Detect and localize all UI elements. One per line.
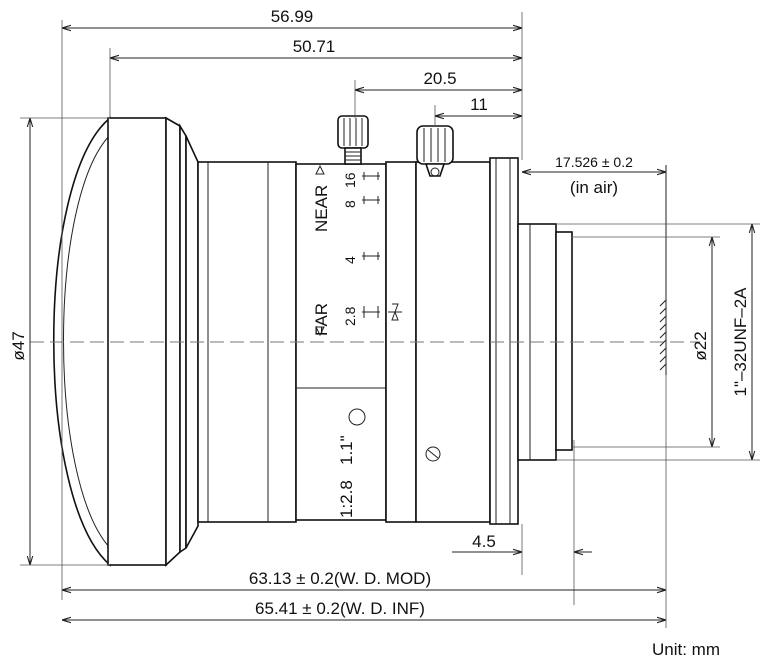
scale-4: 4 xyxy=(342,256,358,264)
dim-focus-knob: 20.5 xyxy=(423,69,456,88)
dim-wd-inf: 65.41 ± 0.2(W. D. INF) xyxy=(255,599,425,618)
dim-wd-mod: 63.13 ± 0.2(W. D. MOD) xyxy=(249,569,431,588)
dim-flange-back: 17.526 ± 0.2 xyxy=(555,154,633,170)
dim-iris-knob: 11 xyxy=(470,95,488,114)
dim-mount-depth: 4.5 xyxy=(472,532,496,551)
dim-body-length: 50.71 xyxy=(293,37,336,56)
dim-overall-length: 56.99 xyxy=(271,7,314,26)
focus-lock-knob xyxy=(337,115,369,165)
dim-thread: 1"–32UNF–2A xyxy=(731,287,750,397)
dim-mount-diameter: ø22 xyxy=(691,331,710,360)
aperture-scale: 1.1" 1:2.8 xyxy=(337,408,441,518)
focus-scale: NEAR FAR 16 8 4 2.8 xyxy=(312,164,402,337)
scale-8: 8 xyxy=(342,200,358,208)
dimensions: 56.99 50.71 20.5 11 17.526 ± 0.2 (in air… xyxy=(9,7,752,628)
format-label: 1.1" xyxy=(337,435,356,465)
f-number-label: 1:2.8 xyxy=(337,480,356,518)
front-element xyxy=(53,116,111,567)
front-bezel xyxy=(107,117,167,566)
dim-outer-diameter: ø47 xyxy=(9,331,28,360)
scale-2-8: 2.8 xyxy=(342,306,358,326)
near-label: NEAR xyxy=(312,185,331,232)
unit-label: Unit: mm xyxy=(652,640,720,659)
dim-flange-note: (in air) xyxy=(570,178,618,197)
image-plane xyxy=(659,165,667,375)
iris-lock-knob xyxy=(416,125,454,177)
c-mount xyxy=(517,223,557,461)
extension-lines xyxy=(20,12,760,605)
scale-16: 16 xyxy=(342,172,358,188)
